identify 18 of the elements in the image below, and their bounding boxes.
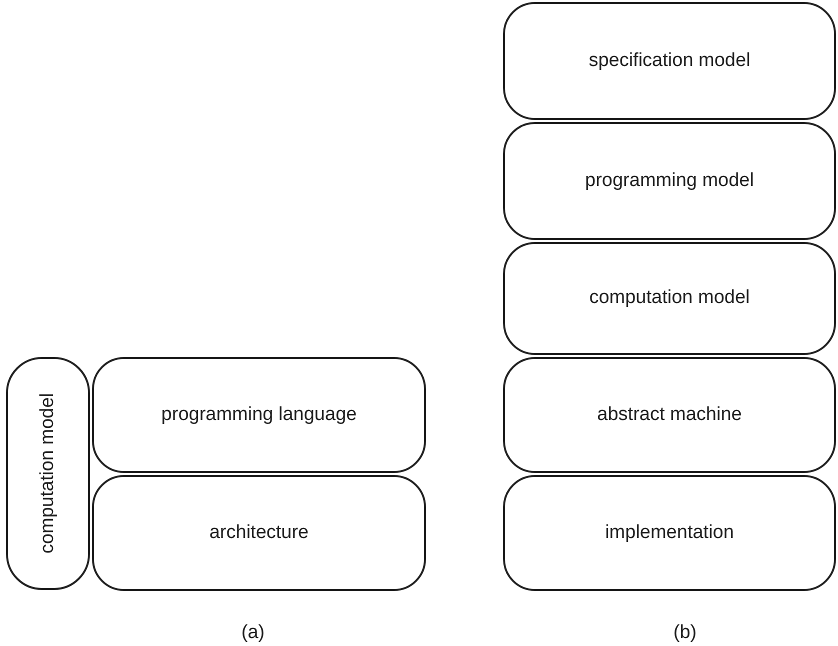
box-label: abstract machine bbox=[597, 402, 742, 427]
rounded-box bbox=[503, 2, 836, 120]
box-label: specification model bbox=[588, 48, 750, 73]
rounded-box bbox=[92, 357, 426, 473]
rounded-box bbox=[6, 357, 90, 590]
box-label: computation model bbox=[589, 286, 750, 310]
box-label: implementation bbox=[605, 520, 734, 545]
panel-label: (b) bbox=[673, 620, 697, 645]
box-label: architecture bbox=[209, 520, 309, 545]
rounded-box bbox=[503, 475, 836, 591]
box-label: programming model bbox=[585, 168, 754, 193]
rounded-box bbox=[503, 242, 836, 355]
box-label: programming language bbox=[161, 402, 357, 427]
rounded-box bbox=[92, 475, 426, 591]
box-label: computation model bbox=[36, 393, 59, 554]
rounded-box bbox=[503, 122, 836, 240]
rounded-box bbox=[503, 357, 836, 473]
panel-label: (a) bbox=[241, 620, 265, 645]
